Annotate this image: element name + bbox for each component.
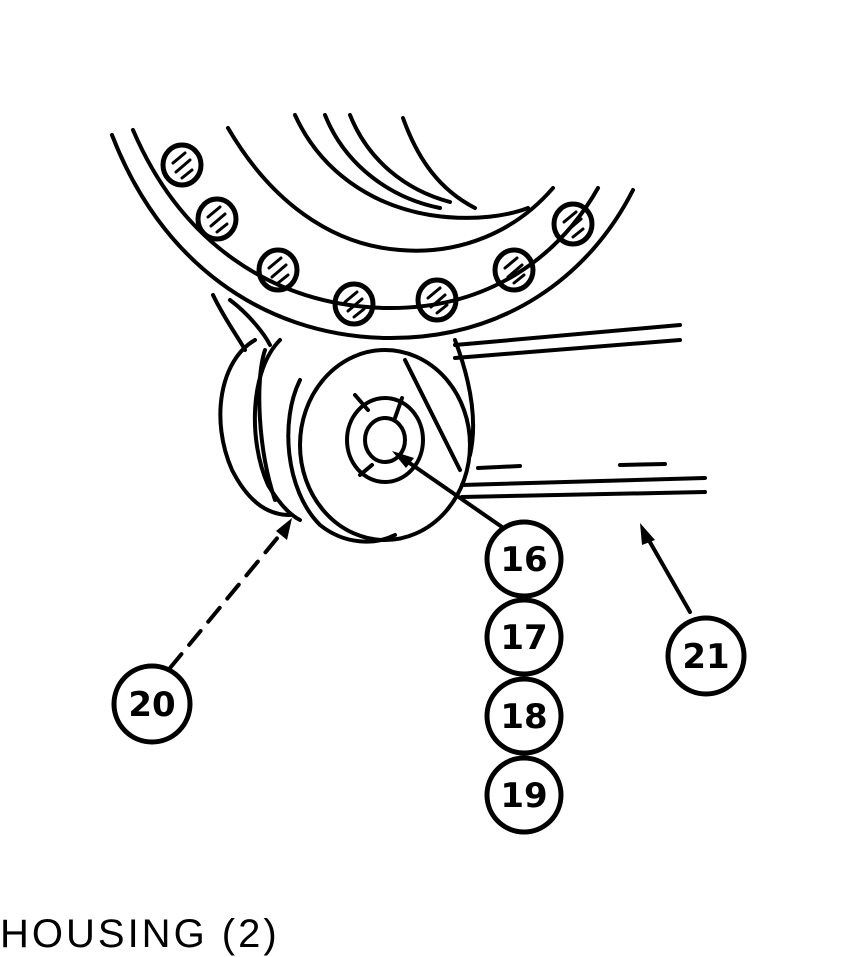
leader-16 [396, 453, 504, 529]
support-arm [211, 293, 707, 499]
callout-21: 21 [682, 637, 729, 677]
callout-circle-18 [484, 676, 564, 756]
bolt-holes [160, 142, 595, 327]
callout-17: 17 [500, 618, 547, 658]
callout-circle-17 [484, 597, 564, 677]
callout-19: 19 [500, 776, 547, 816]
callout-20: 20 [128, 685, 175, 725]
arrowhead-21 [640, 523, 655, 545]
arrowhead-20 [276, 518, 292, 540]
callout-18: 18 [500, 697, 547, 737]
leader-20 [168, 523, 290, 670]
flange-housing [110, 113, 635, 341]
callout-circle-20 [111, 663, 193, 745]
leader-21 [641, 528, 692, 614]
callout-circle-16 [484, 519, 564, 599]
callout-circle-19 [484, 755, 564, 835]
callout-circles [111, 519, 747, 835]
leader-lines [168, 451, 692, 670]
figure-caption: HOUSING (2) [0, 912, 280, 956]
roller-assembly [218, 338, 472, 544]
arrowhead-16 [392, 451, 414, 468]
callout-circle-21 [665, 615, 747, 697]
callout-16: 16 [500, 540, 547, 580]
